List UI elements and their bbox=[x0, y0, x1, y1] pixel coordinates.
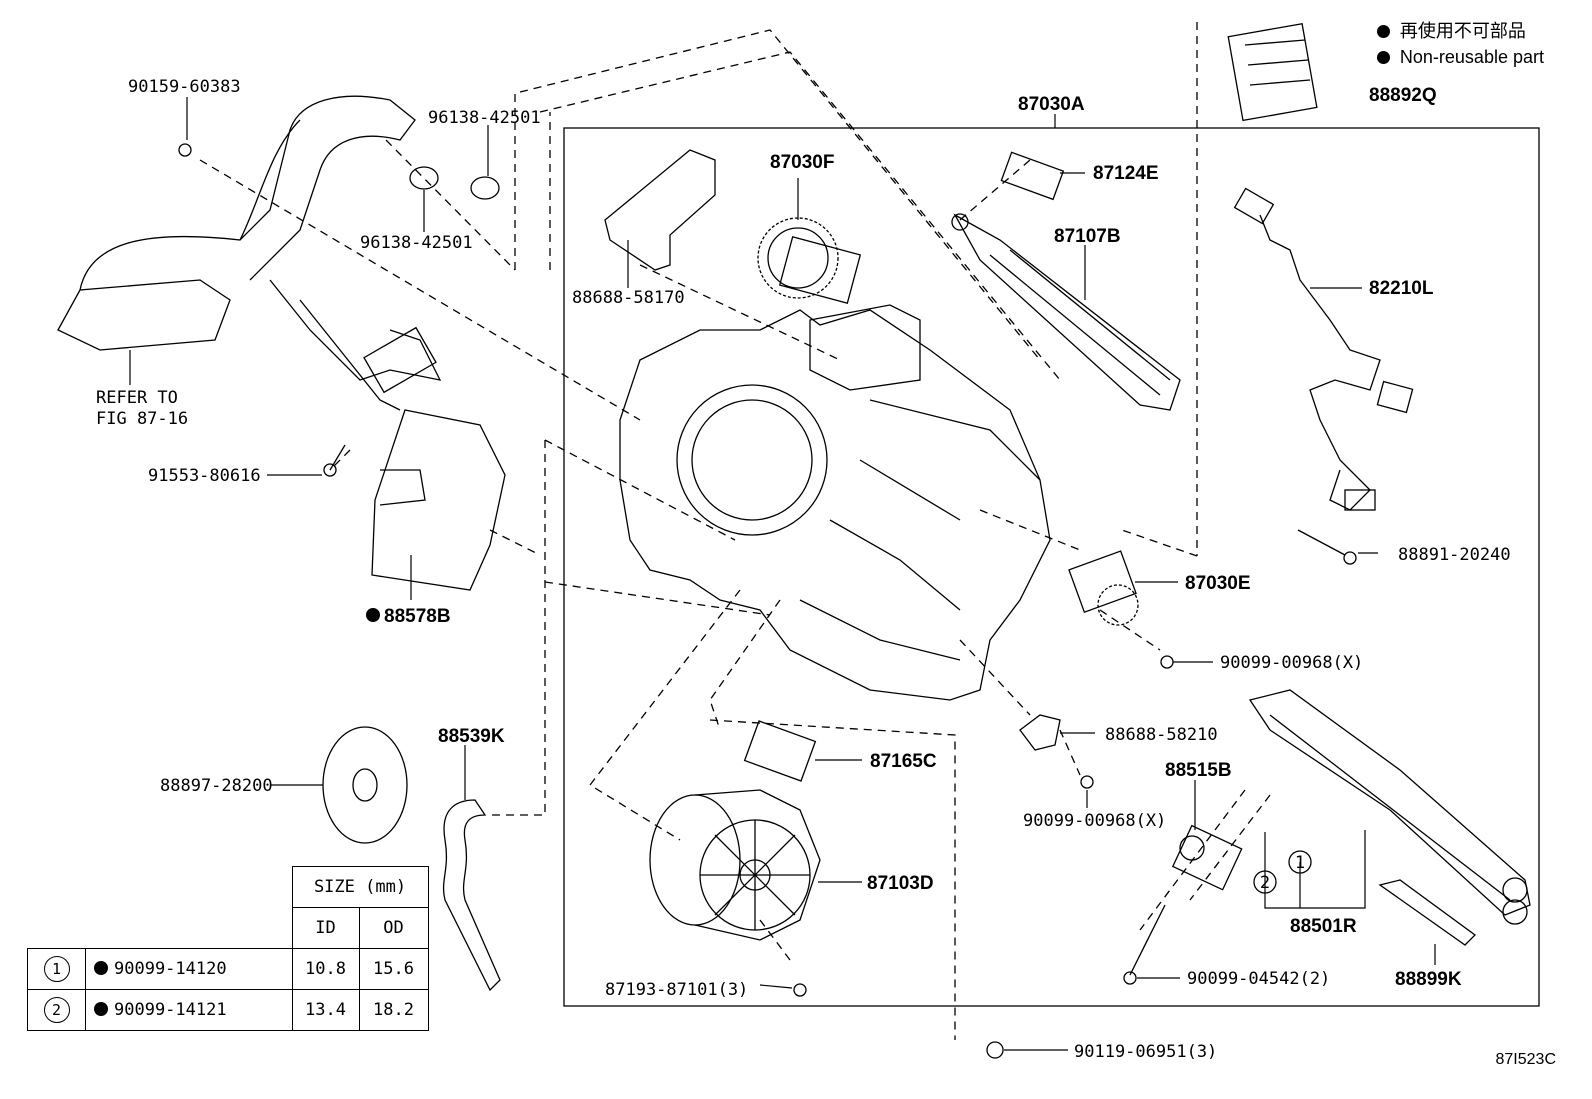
id-value: 13.4 bbox=[291, 989, 360, 1031]
servo-87030F bbox=[757, 217, 862, 305]
bolt-90159 bbox=[178, 143, 192, 157]
hose-88539K bbox=[442, 799, 501, 992]
valve-88515B bbox=[1171, 824, 1243, 891]
nonreusable-dot-88578B bbox=[366, 608, 380, 622]
od-value: 18.2 bbox=[358, 989, 429, 1031]
ref-circle: 1 bbox=[43, 956, 70, 982]
id-value: 10.8 bbox=[291, 948, 360, 990]
label-90099-00968-b: 90099-00968(X) bbox=[1023, 811, 1166, 831]
label-90119-06951: 90119-06951(3) bbox=[1074, 1042, 1217, 1062]
label-87193-87101: 87193-87101(3) bbox=[605, 980, 748, 1000]
label-88899K: 88899K bbox=[1395, 969, 1462, 990]
sensor-88891 bbox=[1297, 529, 1346, 556]
label-87165C: 87165C bbox=[870, 751, 937, 772]
legend: 再使用不可部品 Non-reusable part bbox=[1376, 18, 1544, 70]
evaporator-88501R bbox=[1248, 689, 1531, 925]
col-id: ID bbox=[291, 907, 360, 949]
label-90099-00968-a: 90099-00968(X) bbox=[1220, 653, 1363, 673]
label-90159-60383: 90159-60383 bbox=[128, 77, 241, 97]
label-88501R: 88501R bbox=[1290, 916, 1357, 937]
clamp-1 bbox=[409, 166, 439, 190]
label-88891-20240: 88891-20240 bbox=[1398, 545, 1511, 565]
legend-dot-icon bbox=[1376, 51, 1390, 64]
col-od: OD bbox=[358, 907, 429, 949]
ref-circle-1: 1 bbox=[1295, 853, 1305, 873]
legend-jp: 再使用不可部品 bbox=[1399, 21, 1526, 41]
servo-87030E bbox=[1068, 550, 1139, 626]
bolt-90119 bbox=[986, 1041, 1004, 1059]
size-table: SIZE (mm) ID OD 1 90099-14120 10.8 15.6 … bbox=[27, 866, 429, 1031]
leader-lines bbox=[129, 97, 1436, 1051]
heater-hose-assembly bbox=[57, 95, 442, 411]
insulator-88578B bbox=[371, 409, 506, 591]
label-87030E: 87030E bbox=[1185, 573, 1251, 594]
label-refer-to: REFER TO bbox=[96, 388, 178, 408]
label-88515B: 88515B bbox=[1165, 760, 1232, 781]
filter-88892Q bbox=[1227, 22, 1318, 122]
screw-90099-00968a bbox=[1160, 655, 1174, 669]
ref-circle: 2 bbox=[43, 997, 70, 1023]
label-fig-87-16: FIG 87-16 bbox=[96, 409, 188, 429]
bracket-88688-58210 bbox=[1019, 714, 1061, 751]
label-87124E: 87124E bbox=[1093, 163, 1159, 184]
ref-circle-2: 2 bbox=[1260, 873, 1270, 893]
screw-90099-00968b bbox=[1080, 775, 1094, 789]
part-number: 90099-14120 bbox=[114, 959, 227, 979]
blower-motor-87103D bbox=[649, 789, 821, 941]
label-90099-04542: 90099-04542(2) bbox=[1187, 969, 1330, 989]
label-88688-58210: 88688-58210 bbox=[1105, 725, 1218, 745]
bolt-90099-04542 bbox=[1129, 904, 1166, 976]
blower-case bbox=[619, 304, 1051, 701]
label-87030A: 87030A bbox=[1018, 94, 1085, 115]
label-96138-42501-a: 96138-42501 bbox=[428, 108, 541, 128]
label-87103D: 87103D bbox=[867, 873, 934, 894]
assembly-frame bbox=[563, 127, 1540, 1007]
dashed-guide-lines bbox=[199, 22, 1271, 1040]
bracket-88688-58170 bbox=[604, 149, 716, 271]
label-82210L: 82210L bbox=[1369, 278, 1434, 299]
label-88539K: 88539K bbox=[438, 726, 505, 747]
part-88899K bbox=[1378, 879, 1476, 946]
sensor-87124E bbox=[1000, 151, 1065, 201]
heater-core-87107B bbox=[951, 213, 1181, 411]
screw-87193 bbox=[793, 983, 807, 997]
figure-code: 87I523C bbox=[1495, 1051, 1557, 1068]
part-number: 90099-14121 bbox=[114, 1000, 227, 1020]
plate-88897-28200 bbox=[322, 726, 408, 844]
table-row: 1 90099-14120 10.8 15.6 bbox=[27, 948, 429, 990]
label-88688-58170: 88688-58170 bbox=[572, 288, 685, 308]
clamp-2 bbox=[470, 176, 500, 200]
label-87030F: 87030F bbox=[770, 152, 834, 173]
bolt-91553 bbox=[323, 463, 337, 477]
harness-82210L bbox=[1233, 187, 1414, 511]
table-row: 2 90099-14121 13.4 18.2 bbox=[27, 989, 429, 1031]
nonreusable-dot bbox=[94, 961, 108, 975]
label-88897-28200: 88897-28200 bbox=[160, 776, 273, 796]
nonreusable-dot bbox=[94, 1002, 108, 1016]
od-value: 15.6 bbox=[358, 948, 429, 990]
legend-dot-icon bbox=[1376, 25, 1390, 38]
label-96138-42501-b: 96138-42501 bbox=[360, 233, 473, 253]
legend-en: Non-reusable part bbox=[1399, 47, 1544, 67]
size-header: SIZE (mm) bbox=[291, 866, 429, 908]
resistor-87165C bbox=[743, 720, 817, 782]
label-88578B: 88578B bbox=[384, 606, 451, 627]
label-87107B: 87107B bbox=[1054, 226, 1121, 247]
label-91553-80616: 91553-80616 bbox=[148, 466, 261, 486]
label-88892Q: 88892Q bbox=[1369, 85, 1437, 106]
